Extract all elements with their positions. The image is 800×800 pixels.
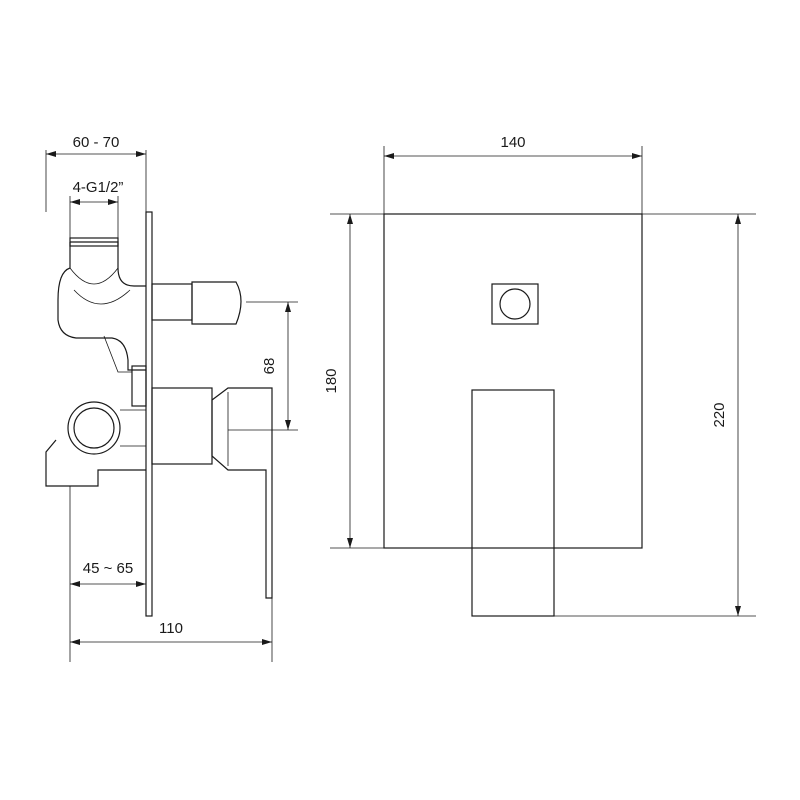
dim-outlet-spacing: 68 — [261, 358, 278, 375]
dim-side-depth-range: 60 - 70 — [73, 134, 120, 151]
diverter-knob-square — [491, 283, 539, 325]
dim-total-height: 220 — [711, 402, 728, 427]
valve-body — [45, 241, 146, 487]
front-view: 140 180 220 — [323, 134, 756, 617]
stem-shaft — [151, 283, 193, 321]
outlet-ring-outer — [67, 401, 121, 455]
dim-plate-width: 140 — [500, 134, 525, 151]
cover-plate — [383, 213, 643, 549]
body-contour — [73, 289, 131, 305]
dim-plate-height: 180 — [323, 368, 340, 393]
outlet-ring-inner — [73, 407, 115, 449]
side-wall-plate — [145, 211, 153, 617]
stem-cap — [191, 281, 242, 325]
lever-handle — [211, 387, 273, 599]
lever-base — [151, 387, 213, 465]
top-inlet — [69, 237, 119, 247]
internal-boss — [131, 365, 147, 407]
dim-total-depth: 110 — [159, 620, 183, 637]
outlet-body-lines — [120, 409, 146, 447]
dim-wall-depth-range: 45 ~ 65 — [83, 560, 133, 577]
side-view: 60 - 70 4-G1/2” 68 45 ~ 65 110 — [45, 134, 298, 662]
inlet-saddle — [69, 267, 119, 285]
internal-channel — [103, 335, 132, 373]
dim-thread-spec: 4-G1/2” — [73, 179, 124, 196]
front-lever — [471, 389, 555, 617]
diverter-knob-circle — [499, 288, 531, 320]
